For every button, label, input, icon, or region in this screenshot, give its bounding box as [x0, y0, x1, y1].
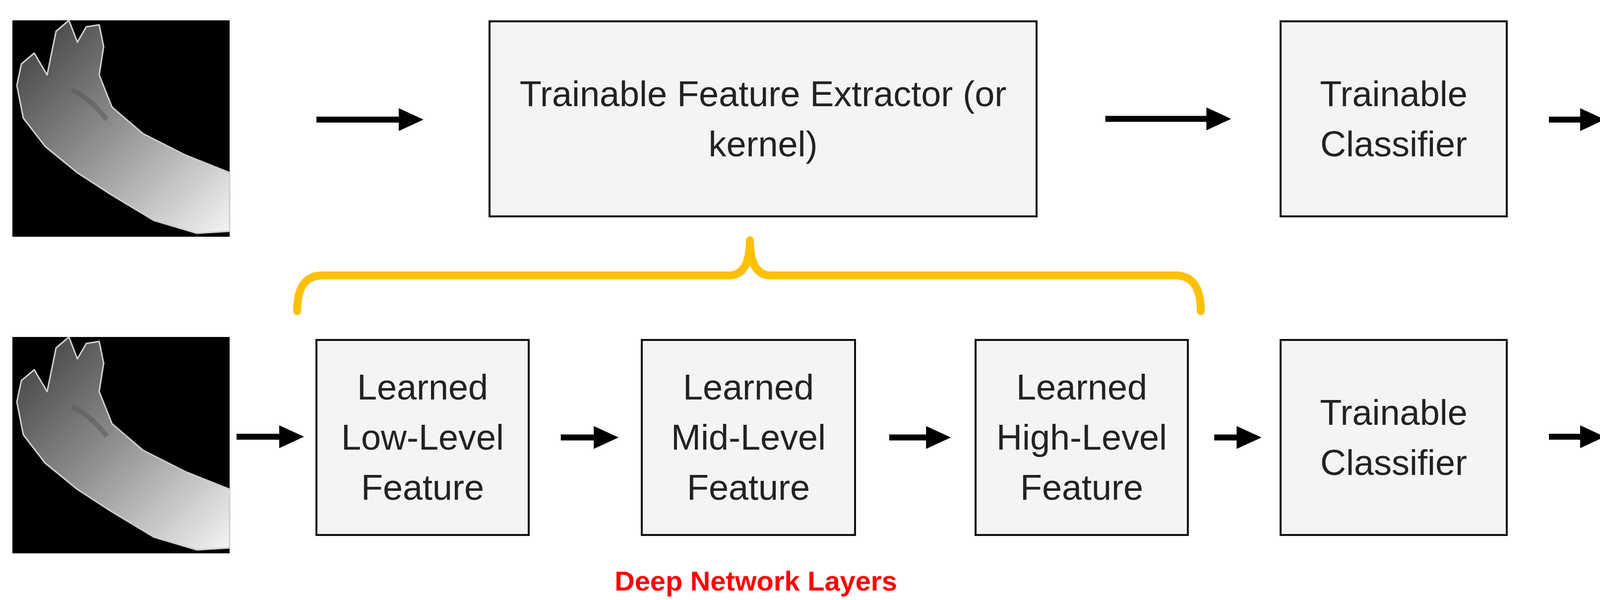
curly-bracket — [297, 240, 1201, 311]
flow-arrow — [889, 434, 941, 441]
box-label: Trainable Classifier — [1293, 68, 1494, 170]
process-box: Trainable Feature Extractor (or kernel) — [488, 20, 1038, 218]
flow-arrow — [1105, 116, 1222, 123]
caption-label: Deep Network Layers — [614, 565, 898, 597]
box-label: Learned Low-Level Feature — [329, 362, 516, 512]
hand-depth-image — [12, 336, 230, 554]
flow-arrow — [1214, 434, 1252, 441]
input-arrow — [236, 433, 295, 440]
box-label: Trainable Feature Extractor (or kernel) — [502, 68, 1024, 170]
process-box: Trainable Classifier — [1279, 338, 1508, 536]
process-box: Learned Low-Level Feature — [315, 338, 530, 536]
box-label: Learned High-Level Feature — [988, 362, 1175, 512]
hand-depth-image — [12, 20, 230, 237]
flow-arrow — [560, 434, 609, 441]
output-arrow — [1548, 116, 1596, 123]
box-label: Learned Mid-Level Feature — [654, 362, 843, 512]
box-label: Trainable Classifier — [1293, 387, 1494, 488]
input-arrow — [316, 116, 414, 123]
process-box: Learned Mid-Level Feature — [640, 338, 857, 536]
process-box: Learned High-Level Feature — [974, 338, 1189, 536]
process-box: Trainable Classifier — [1279, 20, 1508, 218]
output-arrow — [1548, 433, 1596, 440]
